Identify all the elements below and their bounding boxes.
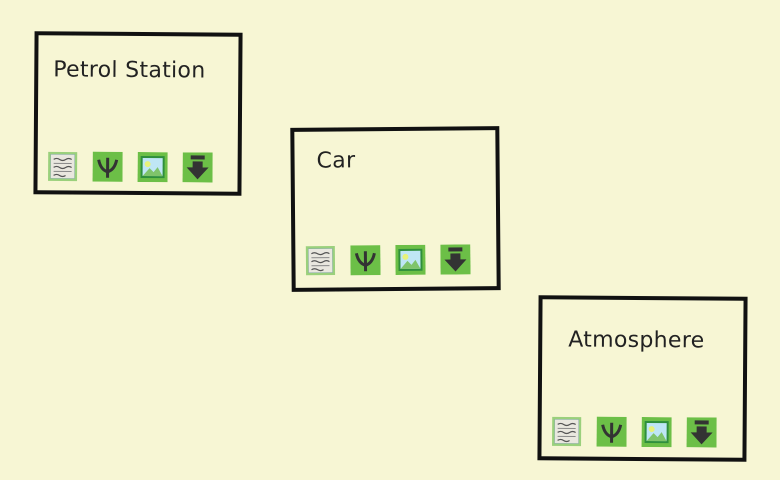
node-title: Petrol Station bbox=[53, 57, 206, 84]
download-icon[interactable] bbox=[686, 417, 717, 448]
node-toolbar bbox=[542, 416, 743, 449]
image-icon[interactable] bbox=[395, 244, 426, 276]
text-notes-icon[interactable] bbox=[305, 246, 336, 276]
node-title: Atmosphere bbox=[568, 327, 705, 354]
download-icon[interactable] bbox=[440, 244, 471, 275]
download-icon[interactable] bbox=[182, 152, 213, 183]
node-toolbar bbox=[295, 244, 496, 278]
node-car[interactable]: Car bbox=[290, 126, 501, 292]
node-atmosphere[interactable]: Atmosphere bbox=[537, 295, 748, 462]
plant-arrow-icon[interactable] bbox=[350, 245, 381, 276]
node-petrol-station[interactable]: Petrol Station bbox=[33, 31, 243, 196]
image-icon[interactable] bbox=[137, 151, 168, 183]
image-icon[interactable] bbox=[641, 416, 672, 448]
text-notes-icon[interactable] bbox=[552, 416, 582, 447]
plant-arrow-icon[interactable] bbox=[92, 151, 123, 182]
node-toolbar bbox=[38, 151, 238, 184]
node-title: Car bbox=[316, 148, 356, 174]
text-notes-icon[interactable] bbox=[48, 151, 78, 182]
plant-arrow-icon[interactable] bbox=[596, 416, 627, 447]
